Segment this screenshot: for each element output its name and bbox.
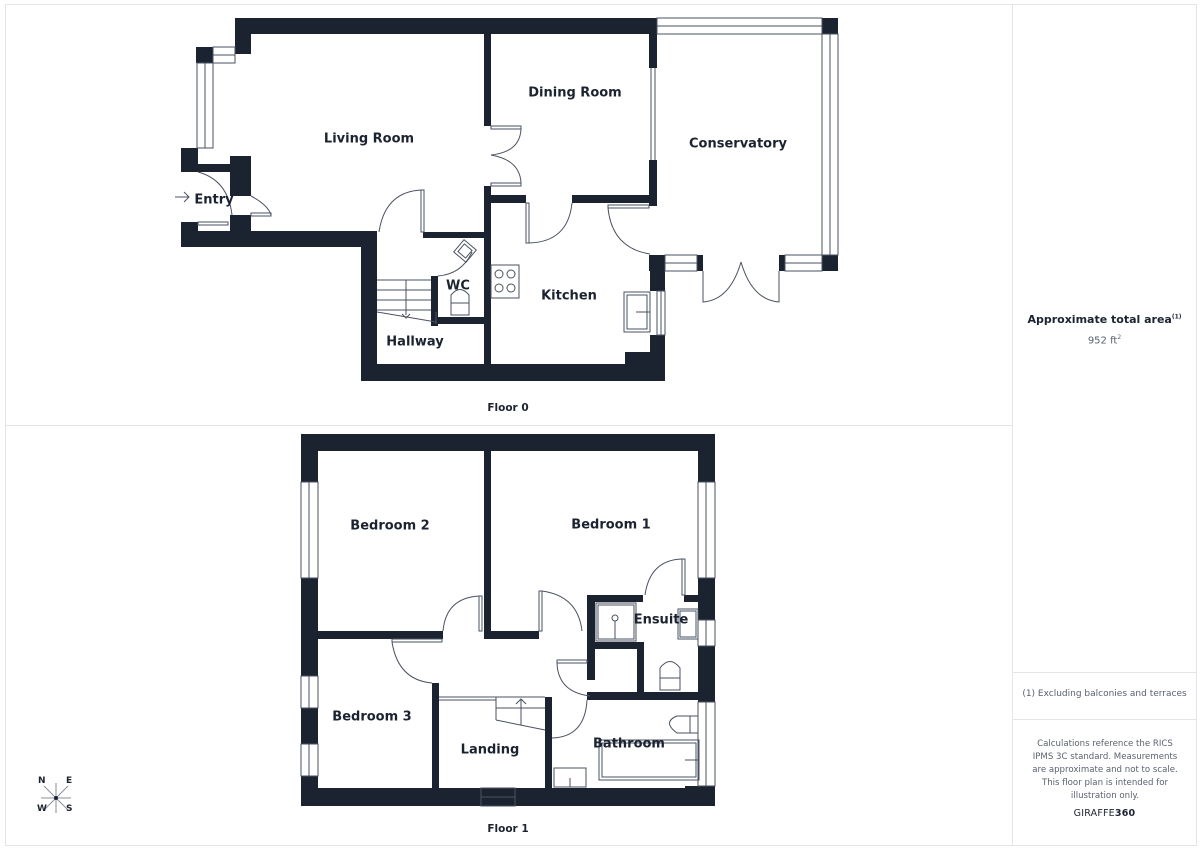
area-unit-sup: 2 [1117, 334, 1122, 341]
compass-north: N [38, 776, 46, 786]
room-living-room: Living Room [323, 131, 415, 147]
area-title-text: Approximate total area [1027, 313, 1172, 326]
disclaimer-text: Calculations reference the RICS IPMS 3C … [1032, 739, 1178, 801]
floor-0-lines [175, 17, 839, 336]
sidebar-divider [1012, 719, 1197, 720]
floor-1-lines [300, 481, 716, 807]
room-kitchen: Kitchen [541, 288, 597, 304]
room-hallway: Hallway [386, 334, 444, 350]
area-title: Approximate total area(1) [1012, 313, 1197, 326]
area-footnote: (1) Excluding balconies and terraces [1022, 689, 1187, 699]
compass-west: W [37, 804, 47, 814]
floor-0-label: Floor 0 [487, 402, 529, 414]
compass-east: E [66, 776, 73, 786]
area-value: 952 ft2 [1012, 334, 1197, 346]
room-entry: Entry [194, 192, 234, 208]
sidebar-divider [1012, 672, 1197, 673]
area-footnote-marker: (1) [1171, 313, 1182, 321]
room-wc: WC [446, 278, 470, 294]
brand-bold: 360 [1114, 808, 1136, 819]
area-value-text: 952 ft [1087, 335, 1118, 347]
room-conservatory: Conservatory [689, 136, 787, 152]
room-bedroom-1: Bedroom 1 [571, 517, 651, 533]
room-bathroom: Bathroom [593, 736, 665, 752]
floor-1-label: Floor 1 [487, 823, 529, 835]
floor-0-walls [181, 18, 838, 381]
room-dining-room: Dining Room [528, 85, 622, 101]
room-bedroom-3: Bedroom 3 [332, 709, 412, 725]
room-bedroom-2: Bedroom 2 [350, 518, 430, 534]
room-landing: Landing [460, 742, 520, 758]
brand-logo: GIRAFFE360 [1012, 808, 1197, 819]
brand-light: GIRAFFE [1073, 808, 1115, 819]
info-sidebar [1012, 4, 1197, 846]
compass-icon [41, 783, 71, 813]
compass-south: S [66, 804, 73, 814]
room-ensuite: Ensuite [633, 612, 689, 628]
